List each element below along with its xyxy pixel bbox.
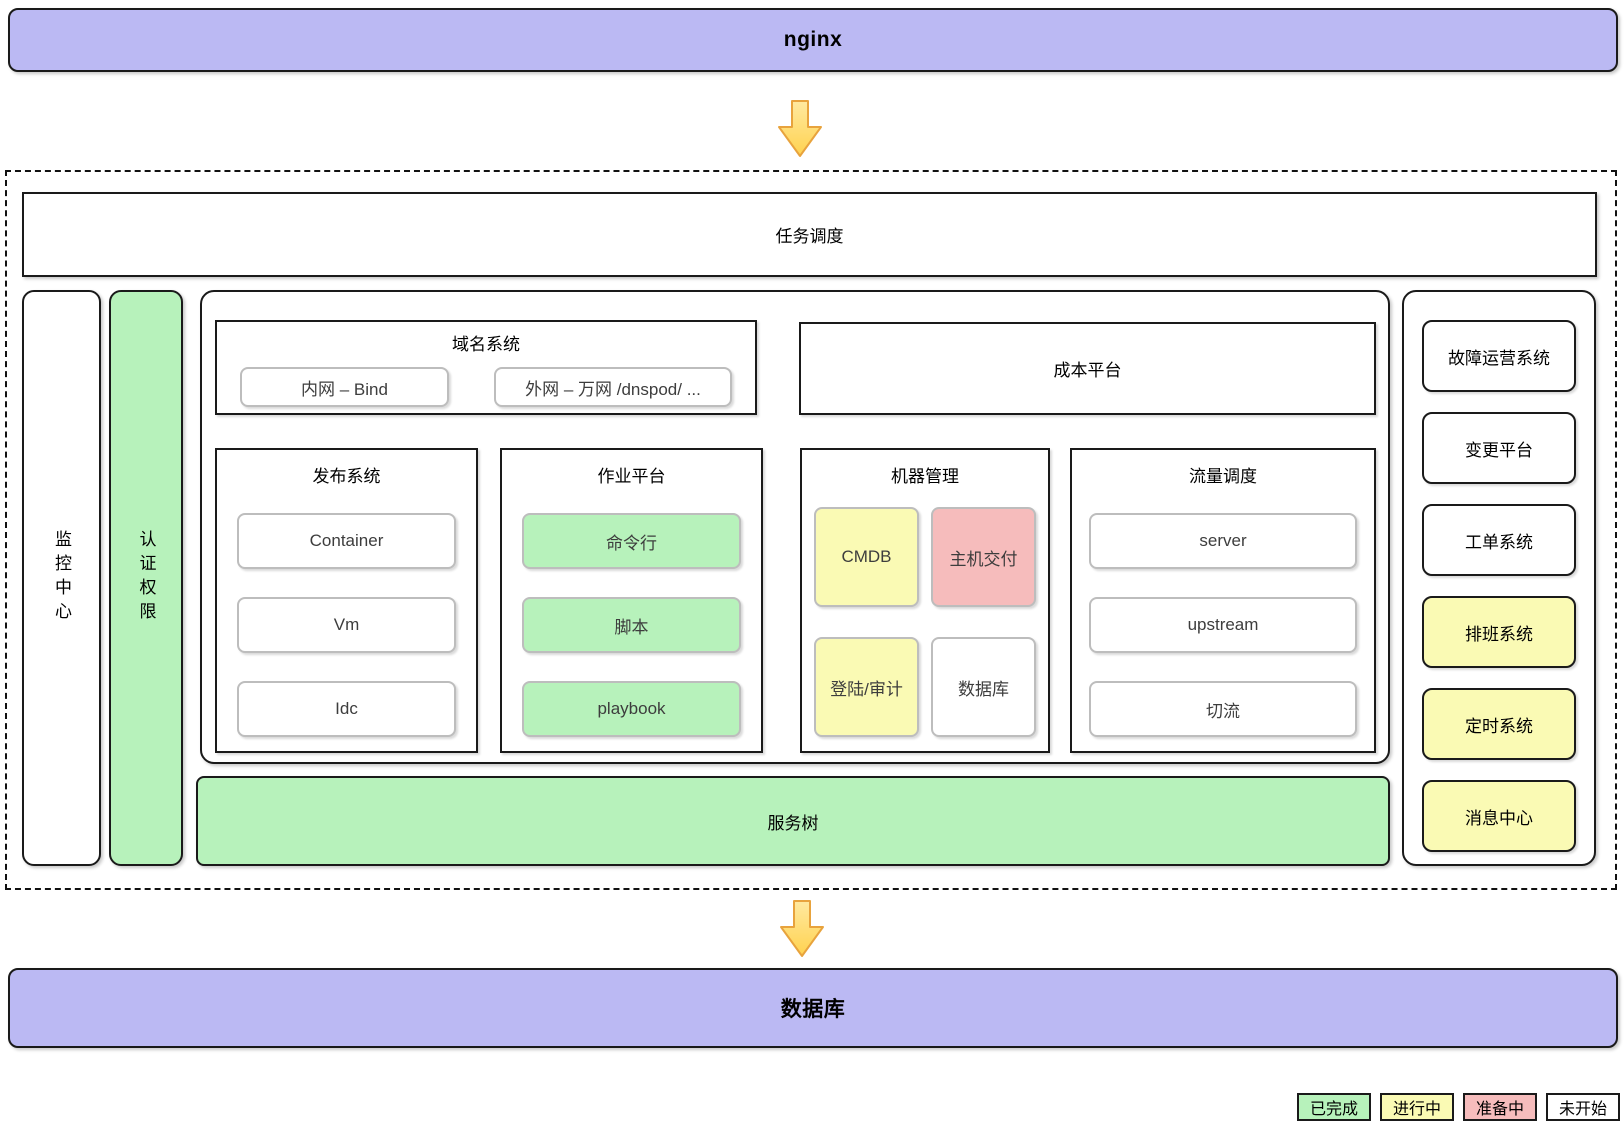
- machine-database-label: 数据库: [958, 679, 1009, 699]
- playbook-box: playbook: [522, 681, 741, 737]
- legend-item-not-started: 未开始: [1546, 1093, 1621, 1121]
- legend-not-started-label: 未开始: [1559, 1101, 1608, 1118]
- nginx-bar: nginx: [8, 8, 1618, 72]
- down-arrow-icon: [778, 100, 822, 157]
- idc-label: Idc: [335, 699, 358, 718]
- cmdline-box: 命令行: [522, 513, 741, 569]
- playbook-label: playbook: [597, 699, 666, 718]
- service-tree-label: 服务树: [767, 813, 819, 833]
- nginx-label: nginx: [783, 28, 843, 51]
- container-box: Container: [237, 513, 456, 569]
- dns-system-title: 域名系统: [452, 335, 520, 354]
- database-bar: 数据库: [8, 968, 1618, 1048]
- traffic-scheduling-box: 流量调度 server upstream 切流: [1070, 448, 1376, 753]
- release-system-title: 发布系统: [312, 467, 381, 486]
- traffic-switch-box: 切流: [1089, 681, 1357, 737]
- shift-schedule-label: 排班系统: [1465, 624, 1533, 644]
- cmdline-label: 命令行: [606, 533, 657, 553]
- change-platform-box: 变更平台: [1422, 412, 1576, 484]
- vm-box: Vm: [237, 597, 456, 653]
- dns-external-label: 外网 – 万网 /dnspod/ ...: [525, 379, 701, 399]
- traffic-switch-label: 切流: [1206, 701, 1240, 721]
- server-label: server: [1199, 531, 1247, 550]
- status-legend: 已完成 进行中 准备中 未开始: [1297, 1093, 1621, 1121]
- cmdb-box: CMDB: [814, 507, 919, 607]
- down-arrow-icon: [780, 900, 824, 957]
- platform-boundary: [5, 170, 1617, 890]
- legend-preparing-label: 准备中: [1476, 1101, 1525, 1118]
- machine-database-box: 数据库: [931, 637, 1036, 737]
- host-delivery-box: 主机交付: [931, 507, 1036, 607]
- legend-in-progress-label: 进行中: [1393, 1101, 1442, 1118]
- change-platform-label: 变更平台: [1465, 440, 1533, 460]
- idc-box: Idc: [237, 681, 456, 737]
- right-panel: 故障运营系统 变更平台 工单系统 排班系统 定时系统 消息中心: [1402, 290, 1596, 866]
- monitoring-center-box: 监控中心: [22, 290, 101, 866]
- job-platform-box: 作业平台 命令行 脚本 playbook: [500, 448, 763, 753]
- message-center-label: 消息中心: [1465, 808, 1533, 828]
- script-box: 脚本: [522, 597, 741, 653]
- timer-system-box: 定时系统: [1422, 688, 1576, 760]
- server-box: server: [1089, 513, 1357, 569]
- legend-done-label: 已完成: [1310, 1101, 1359, 1118]
- job-platform-title: 作业平台: [597, 467, 666, 486]
- monitoring-center-label: 监控中心: [52, 530, 71, 626]
- host-delivery-label: 主机交付: [949, 549, 1018, 569]
- ticket-system-box: 工单系统: [1422, 504, 1576, 576]
- machine-management-box: 机器管理 CMDB 主机交付 登陆/审计 数据库: [800, 448, 1050, 753]
- task-scheduler-label: 任务调度: [775, 227, 844, 246]
- dns-internal-box: 内网 – Bind: [240, 367, 449, 407]
- login-audit-label: 登陆/审计: [830, 679, 903, 699]
- legend-item-in-progress: 进行中: [1380, 1093, 1455, 1121]
- login-audit-box: 登陆/审计: [814, 637, 919, 737]
- dns-system-box: 域名系统 内网 – Bind 外网 – 万网 /dnspod/ ...: [215, 320, 757, 415]
- container-label: Container: [309, 531, 384, 550]
- vm-label: Vm: [333, 615, 360, 634]
- cost-platform-label: 成本平台: [1053, 361, 1122, 380]
- ticket-system-label: 工单系统: [1465, 532, 1533, 552]
- dns-internal-label: 内网 – Bind: [301, 379, 388, 399]
- task-scheduler-box: 任务调度: [22, 192, 1597, 277]
- legend-item-done: 已完成: [1297, 1093, 1372, 1121]
- cmdb-label: CMDB: [841, 547, 892, 566]
- script-label: 脚本: [614, 617, 649, 637]
- auth-permission-box: 认证权限: [109, 290, 183, 866]
- timer-system-label: 定时系统: [1465, 716, 1533, 736]
- traffic-scheduling-title: 流量调度: [1189, 467, 1257, 486]
- auth-permission-label: 认证权限: [136, 530, 156, 626]
- cost-platform-box: 成本平台: [799, 322, 1376, 415]
- machine-management-title: 机器管理: [891, 467, 959, 486]
- dns-external-box: 外网 – 万网 /dnspod/ ...: [494, 367, 732, 407]
- legend-item-preparing: 准备中: [1463, 1093, 1538, 1121]
- database-label: 数据库: [780, 998, 846, 1021]
- upstream-box: upstream: [1089, 597, 1357, 653]
- message-center-box: 消息中心: [1422, 780, 1576, 852]
- incident-ops-box: 故障运营系统: [1422, 320, 1576, 392]
- service-tree-bar: 服务树: [196, 776, 1390, 866]
- incident-ops-label: 故障运营系统: [1448, 348, 1550, 368]
- shift-schedule-box: 排班系统: [1422, 596, 1576, 668]
- release-system-box: 发布系统 Container Vm Idc: [215, 448, 478, 753]
- upstream-label: upstream: [1187, 615, 1259, 634]
